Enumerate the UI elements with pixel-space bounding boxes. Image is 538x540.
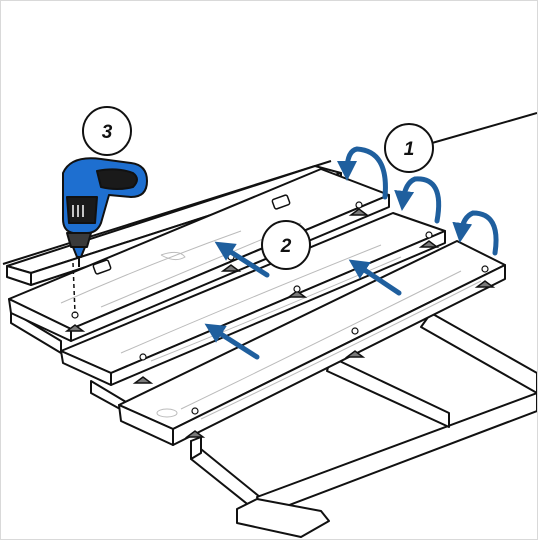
step-badge-2: 2 bbox=[261, 220, 311, 270]
step-label-2: 2 bbox=[280, 236, 292, 257]
drill-guide-line bbox=[72, 262, 76, 314]
deck-clip-icon bbox=[92, 194, 291, 275]
step-label-3: 3 bbox=[102, 122, 113, 143]
pedestal-foot-icon bbox=[64, 208, 496, 438]
curved-arrow-icon bbox=[337, 146, 499, 256]
step-badge-1: 1 bbox=[384, 123, 434, 173]
step-label-1: 1 bbox=[404, 139, 415, 160]
straight-arrow-icon bbox=[204, 241, 402, 360]
step-badge-3: 3 bbox=[82, 106, 132, 156]
power-drill-icon bbox=[62, 157, 148, 267]
deck-plank-3 bbox=[118, 240, 506, 446]
